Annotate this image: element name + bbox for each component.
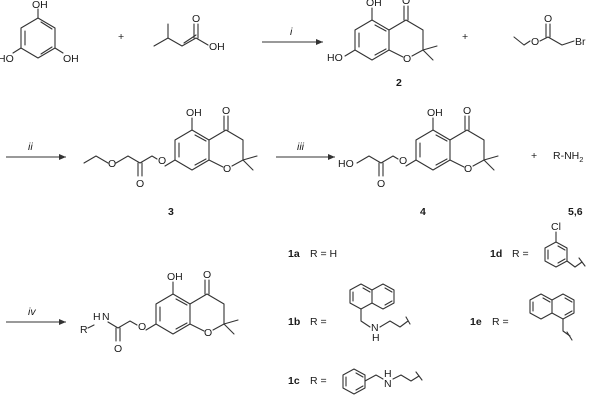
substituent-1d: 1d R = Cl [490,221,586,268]
atom-o: O [204,327,212,339]
atom-o: O [223,163,231,175]
atom-o: O [464,163,472,175]
atom-o: O [158,155,166,167]
atom-oh: OH [427,107,443,119]
atom-cl: Cl [551,221,561,233]
atom-oh: OH [186,107,202,119]
atom-n: N [102,311,110,323]
atom-ho: HO [327,52,343,64]
atom-ho: HO [338,158,354,170]
compound-2-structure: OH O O HO [327,0,438,65]
atom-r: R [80,324,88,336]
phloroglucinol-structure: OH HO OH [0,0,79,65]
substituent-1e: 1e R = [470,293,575,341]
atom-o: O [222,105,230,117]
substituent-r-eq: R = [512,248,529,260]
reagent-label: iv [28,306,36,318]
atom-o: O [138,321,146,333]
compound-number: 3 [168,206,174,218]
atom-o: O [403,53,411,65]
atom-oh: OH [209,41,225,53]
atom-br: Br [575,36,586,48]
atom-o: O [402,0,410,7]
atom-o: O [114,343,122,355]
substituent-text: R = H [310,248,337,260]
substituent-label: 1b [288,316,300,328]
amine-subscript: 2 [579,155,583,164]
methylbutenoic-acid-structure: O OH [153,13,225,53]
substituent-label: 1e [470,316,482,328]
plus-sign: + [531,150,537,162]
amine-label: R-NH2 [553,150,583,164]
compound-4-structure: HO O O OH O O [338,105,499,190]
reagent-label: iii [297,141,305,153]
atom-o: O [377,178,385,190]
atom-o: O [463,105,471,117]
substituent-1c: 1c R = H N [288,368,423,395]
atom-o: O [136,178,144,190]
atom-oh: OH [366,0,382,9]
substituent-r-eq: R = [492,316,509,328]
atom-h: H [384,368,392,380]
ethyl-bromoacetate-structure: O O Br [513,13,586,48]
compound-number: 4 [420,206,426,218]
atom-o: O [108,158,116,170]
compound-3-structure: O O O OH O O [83,105,258,190]
final-product-structure: R H N O O OH O O [80,269,239,355]
atom-n: N [371,322,379,334]
plus-sign: + [118,31,124,43]
reagent-label: ii [28,141,33,153]
substituent-1a: 1a R = H [288,248,337,260]
atom-oh: OH [32,0,48,11]
compound-number: 5,6 [568,206,583,218]
substituent-1b: 1b R = N H [288,283,411,344]
atom-o: O [192,13,200,25]
atom-oh: OH [63,53,79,65]
amine-text: R-NH [553,150,579,162]
substituent-label: 1c [288,375,300,387]
atom-h: H [93,311,101,323]
atom-ho: HO [0,53,14,65]
substituent-label: 1d [490,248,502,260]
atom-oh: OH [167,271,183,283]
substituent-r-eq: R = [310,316,327,328]
compound-number: 2 [396,77,402,89]
substituent-label: 1a [288,248,300,260]
substituent-r-eq: R = [310,375,327,387]
atom-n: N [384,378,392,390]
atom-o: O [203,269,211,281]
atom-o: O [531,36,539,48]
atom-o: O [544,13,552,25]
atom-h: H [372,332,380,344]
atom-o: O [399,155,407,167]
plus-sign: + [462,31,468,43]
reagent-label: i [290,26,293,38]
